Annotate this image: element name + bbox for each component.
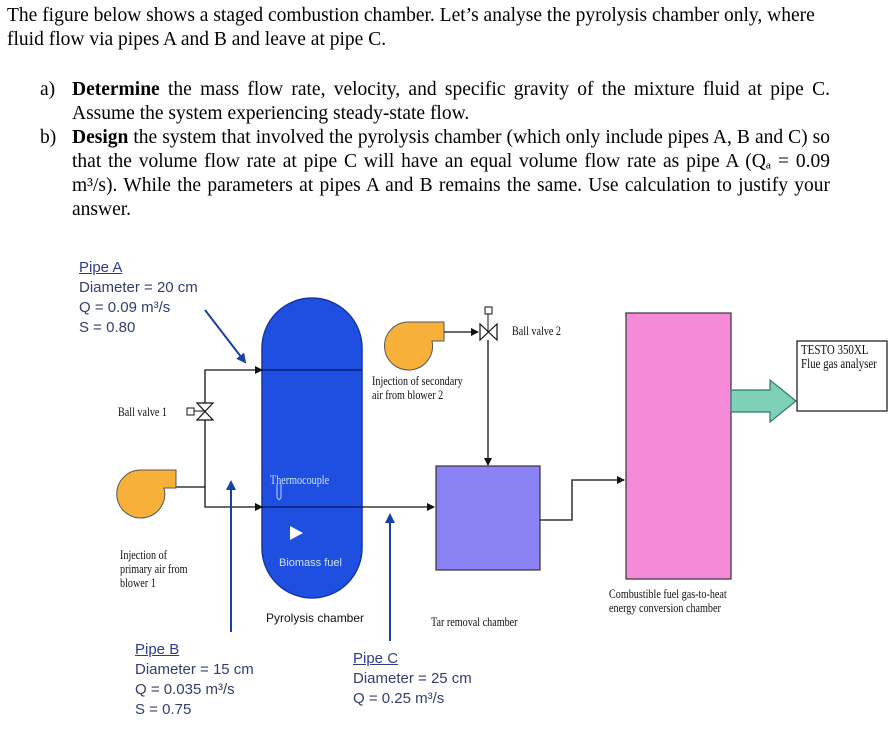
analyser-box xyxy=(796,340,888,412)
pipe-a-line xyxy=(204,366,263,403)
tar-to-conversion-line xyxy=(540,476,625,521)
part-a: a) Determine the mass flow rate, velocit… xyxy=(40,78,830,126)
question-parts: a) Determine the mass flow rate, velocit… xyxy=(40,78,830,222)
ball-valve-1-label: Ball valve 1 xyxy=(118,404,168,419)
part-b: b) Design the system that involved the p… xyxy=(40,126,830,222)
biomass-fuel-label: Biomass fuel xyxy=(279,557,342,569)
flue-gas-arrow xyxy=(730,378,797,424)
pipe-b-info: Pipe B Diameter = 15 cm Q = 0.035 m³/s S… xyxy=(135,640,254,720)
injection-secondary-label: Injection of secondary air from blower 2 xyxy=(372,373,463,402)
tar-removal-label: Tar removal chamber xyxy=(431,614,518,629)
part-a-keyword: Determine xyxy=(72,79,160,100)
pipe-c-title: Pipe C xyxy=(353,650,399,667)
conversion-chamber-label: Combustible fuel gas-to-heat energy conv… xyxy=(609,586,727,615)
ball-valve-2-icon xyxy=(479,306,498,342)
tar-removal-chamber-shape xyxy=(435,465,541,571)
question-intro: The figure below shows a staged combusti… xyxy=(7,4,847,52)
part-a-body: the mass flow rate, velocity, and specif… xyxy=(72,79,830,124)
pyrolysis-chamber-shape xyxy=(261,297,363,599)
pipe-a-title: Pipe A xyxy=(79,259,123,276)
pipe-c-diameter: Diameter = 25 cm xyxy=(353,670,472,687)
conversion-chamber-shape xyxy=(625,312,732,580)
pipe-b-line xyxy=(170,486,263,511)
ball-valve-1-icon xyxy=(186,402,215,421)
part-a-text: Determine the mass flow rate, velocity, … xyxy=(72,78,830,126)
thermocouple-probe-icon xyxy=(276,484,282,501)
intro-text: The figure below shows a staged combusti… xyxy=(7,5,815,50)
pipe-b-flow: Q = 0.035 m³/s xyxy=(135,681,235,698)
pipe-a-info: Pipe A Diameter = 20 cm Q = 0.09 m³/s S … xyxy=(79,258,198,338)
pipe-b-diameter: Diameter = 15 cm xyxy=(135,661,254,678)
pipe-b-title: Pipe B xyxy=(135,641,180,658)
pipe-c-info: Pipe C Diameter = 25 cm Q = 0.25 m³/s xyxy=(353,649,472,709)
part-b-keyword: Design xyxy=(72,127,129,148)
part-b-text: Design the system that involved the pyro… xyxy=(72,126,830,222)
injection-primary-label: Injection of primary air from blower 1 xyxy=(120,547,188,590)
pyrolysis-chamber-label: Pyrolysis chamber xyxy=(266,611,365,625)
part-b-label: b) xyxy=(40,127,57,148)
pipe-a-pointer xyxy=(204,309,247,364)
pipe-b-sg: S = 0.75 xyxy=(135,701,192,718)
blower-2-icon xyxy=(384,321,445,371)
pipe-a-sg: S = 0.80 xyxy=(79,319,136,336)
blower-1-icon xyxy=(116,469,177,519)
biomass-feed-icon xyxy=(290,526,303,540)
pipe-a-diameter: Diameter = 20 cm xyxy=(79,279,198,296)
ball-valve-2-label: Ball valve 2 xyxy=(512,323,562,338)
thermocouple-label: Thermocouple xyxy=(270,472,330,487)
pipe-c-flow: Q = 0.25 m³/s xyxy=(353,690,445,707)
part-b-body: the system that involved the pyrolysis c… xyxy=(72,127,830,220)
part-a-label: a) xyxy=(40,79,56,100)
analyser-label: TESTO 350XL Flue gas analyser xyxy=(801,343,877,372)
pipe-a-flow: Q = 0.09 m³/s xyxy=(79,299,171,316)
